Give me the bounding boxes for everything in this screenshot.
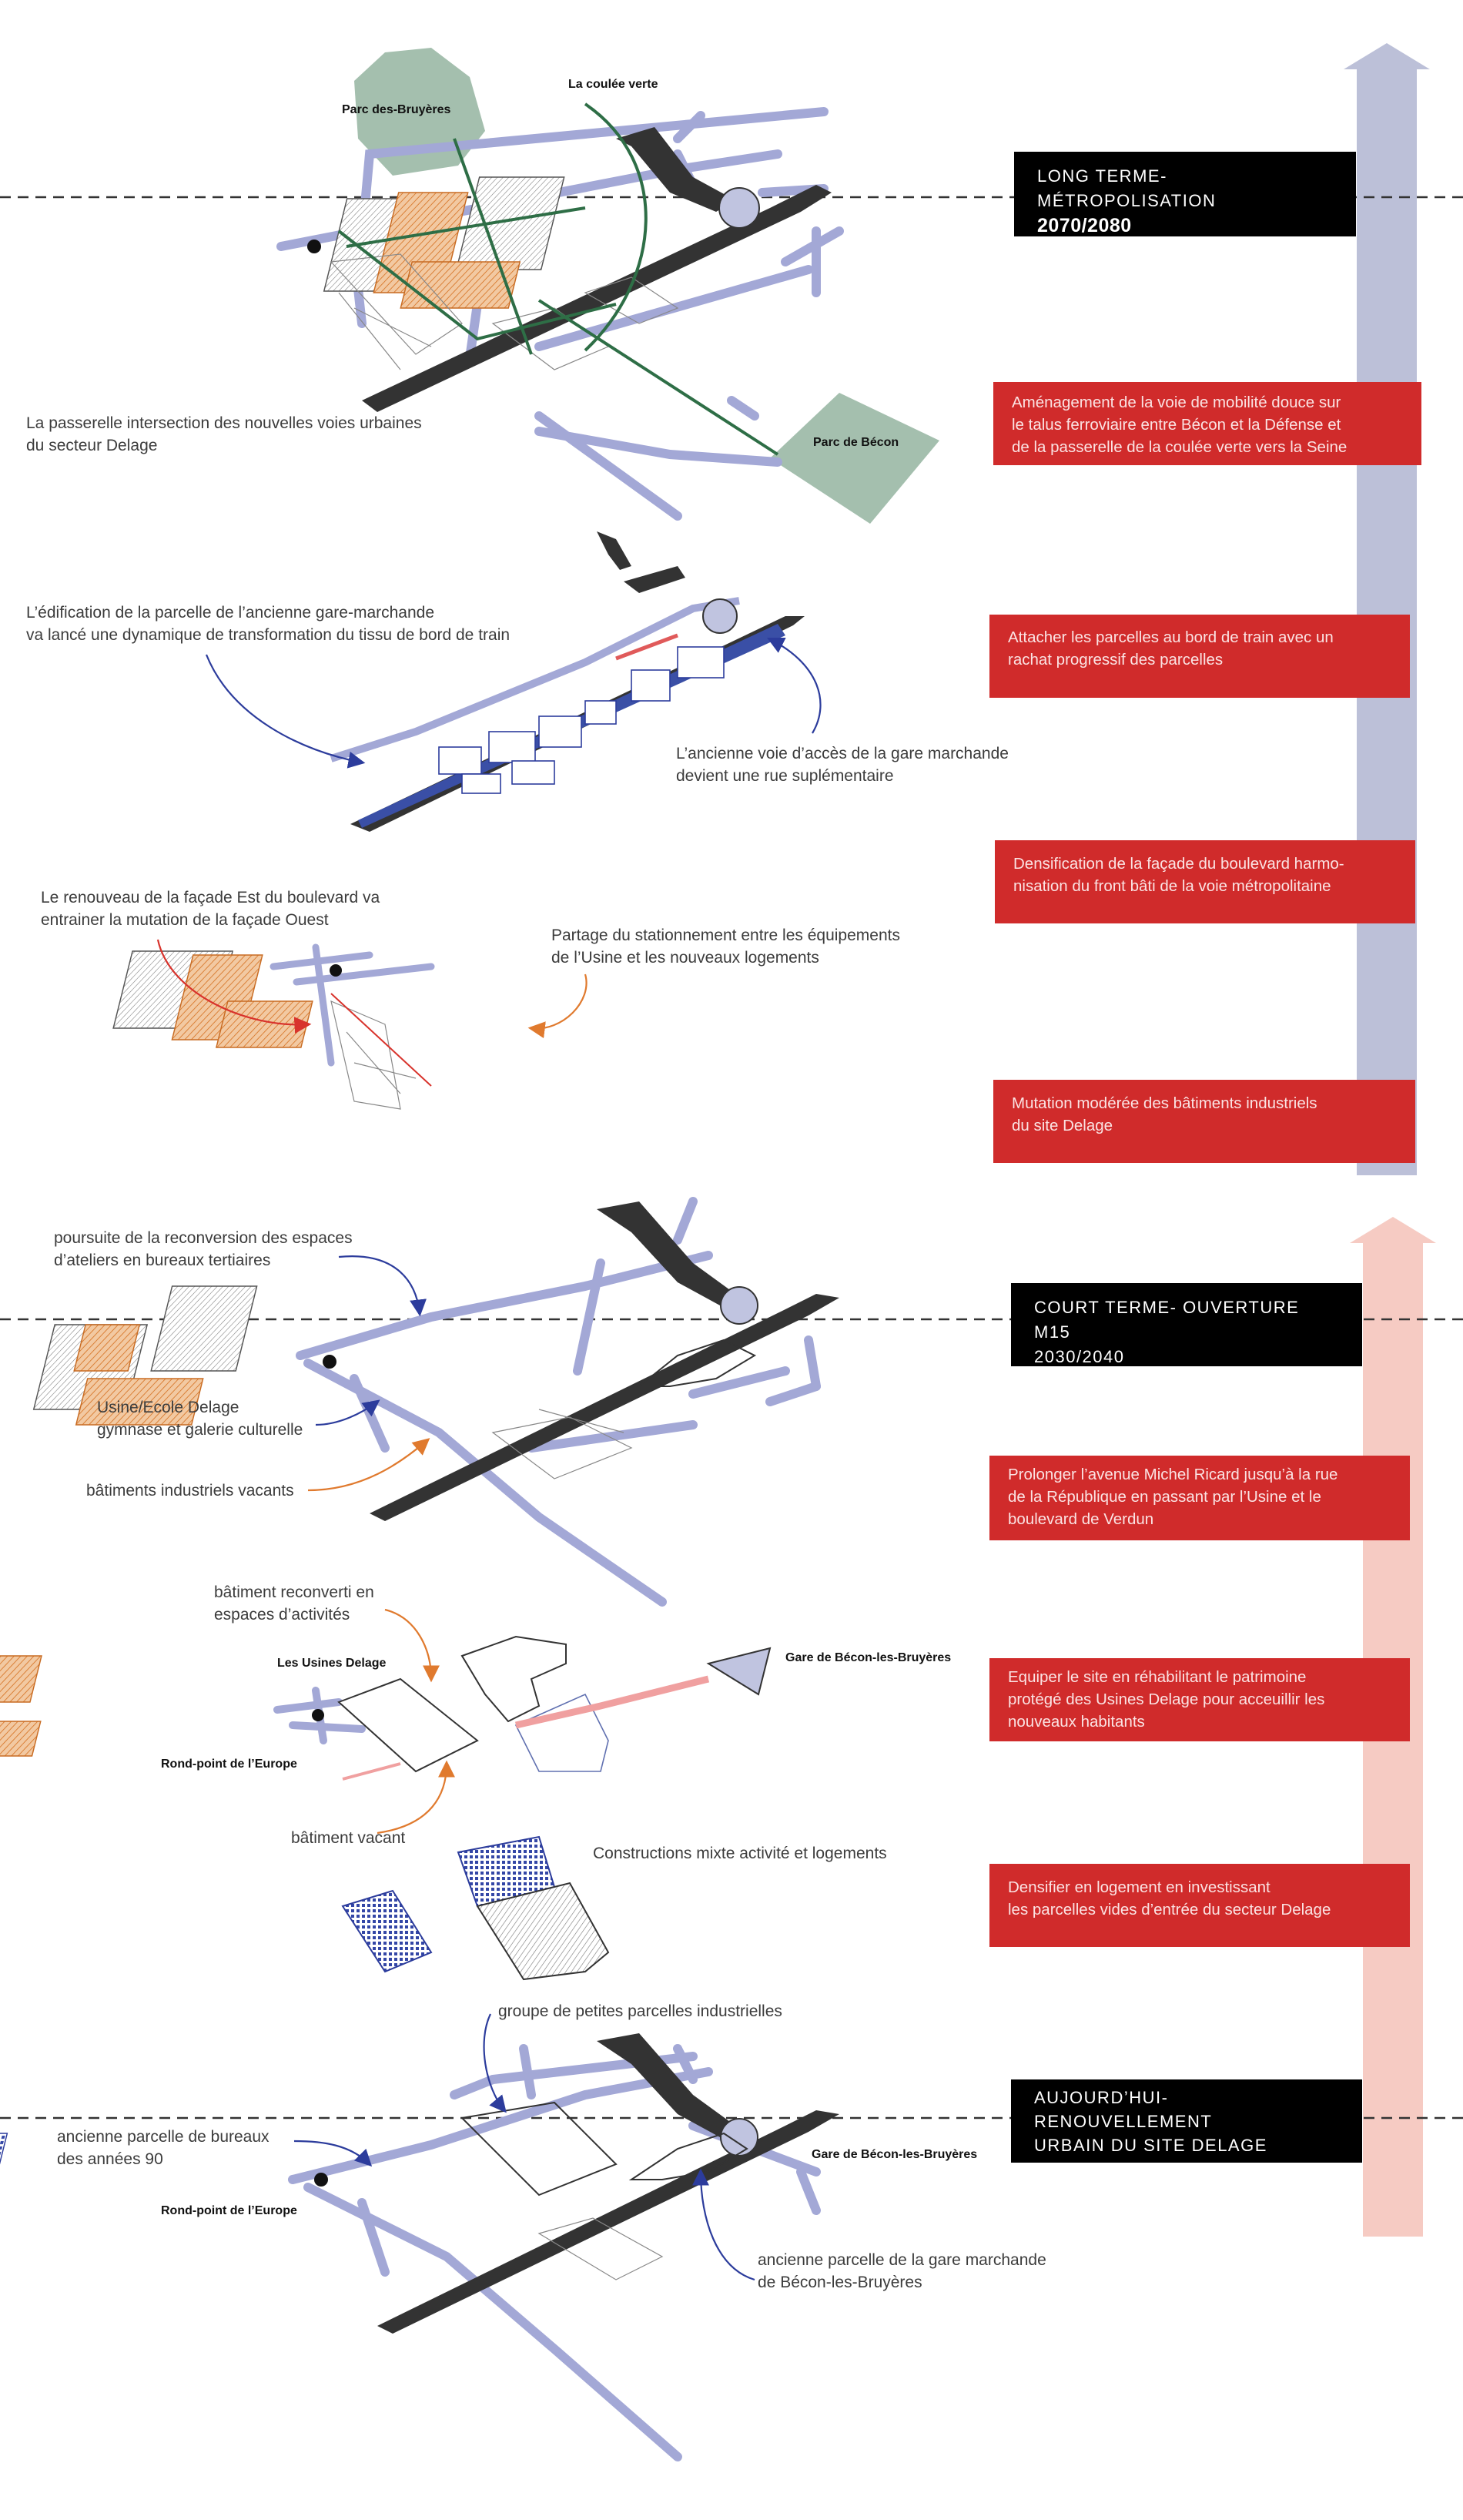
phase-today: AUJOURD’HUI- RENOUVELLEMENT URBAIN DU SI… (1011, 2079, 1362, 2179)
label-usines-delage: Les Usines Delage (277, 1657, 387, 1670)
rail-talus-today (377, 2110, 839, 2334)
map-today (0, 2033, 839, 2461)
annotation-ancienne-voie: L’ancienne voie d’accès de la gare march… (676, 745, 1009, 785)
action-prolonger-avenue: Prolonger l’avenue Michel Ricard jusqu’à… (989, 1456, 1410, 1540)
phase-short-term: COURT TERME- OUVERTURE M15 2030/2040 (1011, 1283, 1362, 1366)
label-parc-bruyeres: Parc des-Bruyères (342, 103, 451, 116)
phase-today-title: AUJOURD’HUI- RENOUVELLEMENT URBAIN DU SI… (1034, 2088, 1267, 2155)
annotation-edification: L’édification de la parcelle de l’ancien… (26, 604, 511, 644)
becon-station-today (720, 2118, 758, 2156)
phase-short-term-years: 2030/2040 (1034, 1347, 1125, 1366)
annotation-passerelle: La passerelle intersection des nouvelles… (26, 414, 422, 454)
phase-today-years: 2020 (1034, 2160, 1076, 2179)
long-term-timeline-arrow (1344, 43, 1430, 1175)
action-mutation-moderee: Mutation modérée des bâtiments industrie… (993, 1080, 1415, 1163)
map-constructions-mixtes (341, 1835, 610, 1981)
annotation-usine-ecole: Usine/Ecole Delage gymnase et galerie cu… (97, 1399, 303, 1439)
parc-becon-shape (770, 393, 939, 524)
map-bord-de-train (330, 531, 805, 832)
annotation-partage: Partage du stationnement entre les équip… (551, 927, 900, 967)
annotation-poursuite: poursuite de la reconversion des espaces… (54, 1229, 353, 1269)
rail-talus-short (370, 1294, 839, 1521)
becon-station-short (720, 1286, 758, 1325)
label-parc-becon: Parc de Bécon (813, 436, 899, 449)
action-equiper-site: Equiper le site en réhabilitant le patri… (989, 1658, 1410, 1741)
becon-station-long (718, 187, 760, 229)
action-densification-facade: Densification de la façade du boulevard … (995, 840, 1415, 923)
action-densifier-logement: Densifier en logement en investissant le… (989, 1864, 1410, 1947)
phase-long-term-title: LONG TERME-MÉTROPOLISATION (1037, 166, 1217, 210)
phase-short-term-title: COURT TERME- OUVERTURE M15 (1034, 1298, 1300, 1342)
action-parcelles-bord-train: Attacher les parcelles au bord de train … (989, 615, 1410, 698)
map-usines-delage (0, 1635, 772, 1781)
annotation-gare-marchande: ancienne parcelle de la gare marchande d… (758, 2251, 1046, 2291)
label-rond-point-2: Rond-point de l’Europe (161, 2204, 297, 2217)
annotation-vacant: bâtiment vacant (291, 1829, 406, 1847)
map-long-term (276, 48, 939, 524)
label-coulee-verte: La coulée verte (568, 78, 658, 91)
label-gare-becon-2: Gare de Bécon-les-Bruyères (812, 2148, 978, 2161)
annotation-bureaux-90: ancienne parcelle de bureaux des années … (57, 2128, 270, 2168)
map-facade-boulevard (112, 943, 435, 1110)
annotation-arrows (156, 638, 822, 2281)
phase-long-term: LONG TERME-MÉTROPOLISATION 2070/2080 (1014, 152, 1356, 236)
label-rond-point-1: Rond-point de l’Europe (161, 1758, 297, 1771)
annotation-reconverti: bâtiment reconverti en espaces d’activit… (214, 1583, 374, 1624)
label-gare-becon-1: Gare de Bécon-les-Bruyères (785, 1651, 952, 1664)
phase-long-term-years: 2070/2080 (1037, 215, 1132, 236)
map-short-term (32, 1197, 839, 1607)
annotation-mixte: Constructions mixte activité et logement… (593, 1845, 887, 1862)
annotation-renouveau: Le renouveau de la façade Est du bouleva… (41, 889, 380, 929)
rail-talus-long (362, 185, 832, 412)
action-mobilite-douce: Aménagement de la voie de mobilité douce… (993, 382, 1421, 465)
annotation-batiments-vacants: bâtiments industriels vacants (86, 1482, 294, 1500)
annotation-petites-parcelles: groupe de petites parcelles industrielle… (498, 2002, 782, 2020)
